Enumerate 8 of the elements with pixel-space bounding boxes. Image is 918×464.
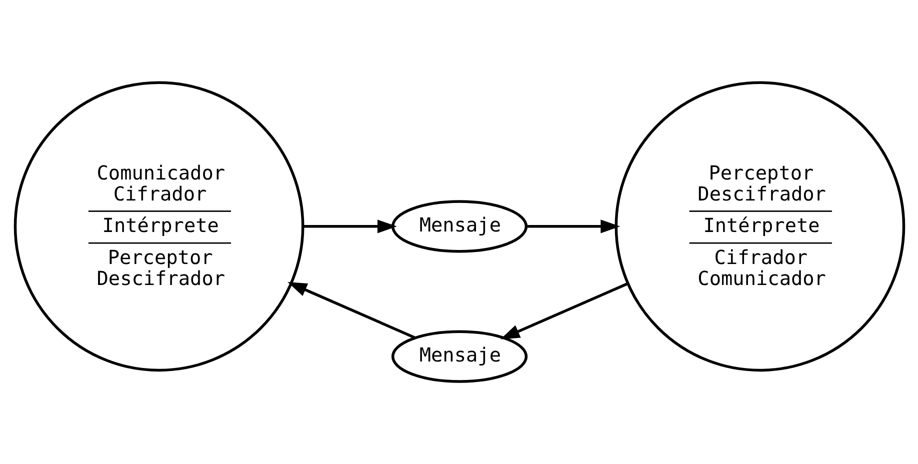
node-ellipse: Mensaje [390, 200, 528, 253]
node-ellipse: Mensaje [390, 330, 528, 383]
arrow [287, 282, 415, 339]
node-circle: Comunicador Cifrador Intérprete Perceptor Descifrador [13, 81, 304, 372]
arrow [302, 220, 396, 234]
node-circle: Perceptor Descifrador Intérprete Cifrador Comunicador [614, 81, 905, 372]
arrow [526, 220, 620, 234]
arrow [500, 282, 628, 340]
